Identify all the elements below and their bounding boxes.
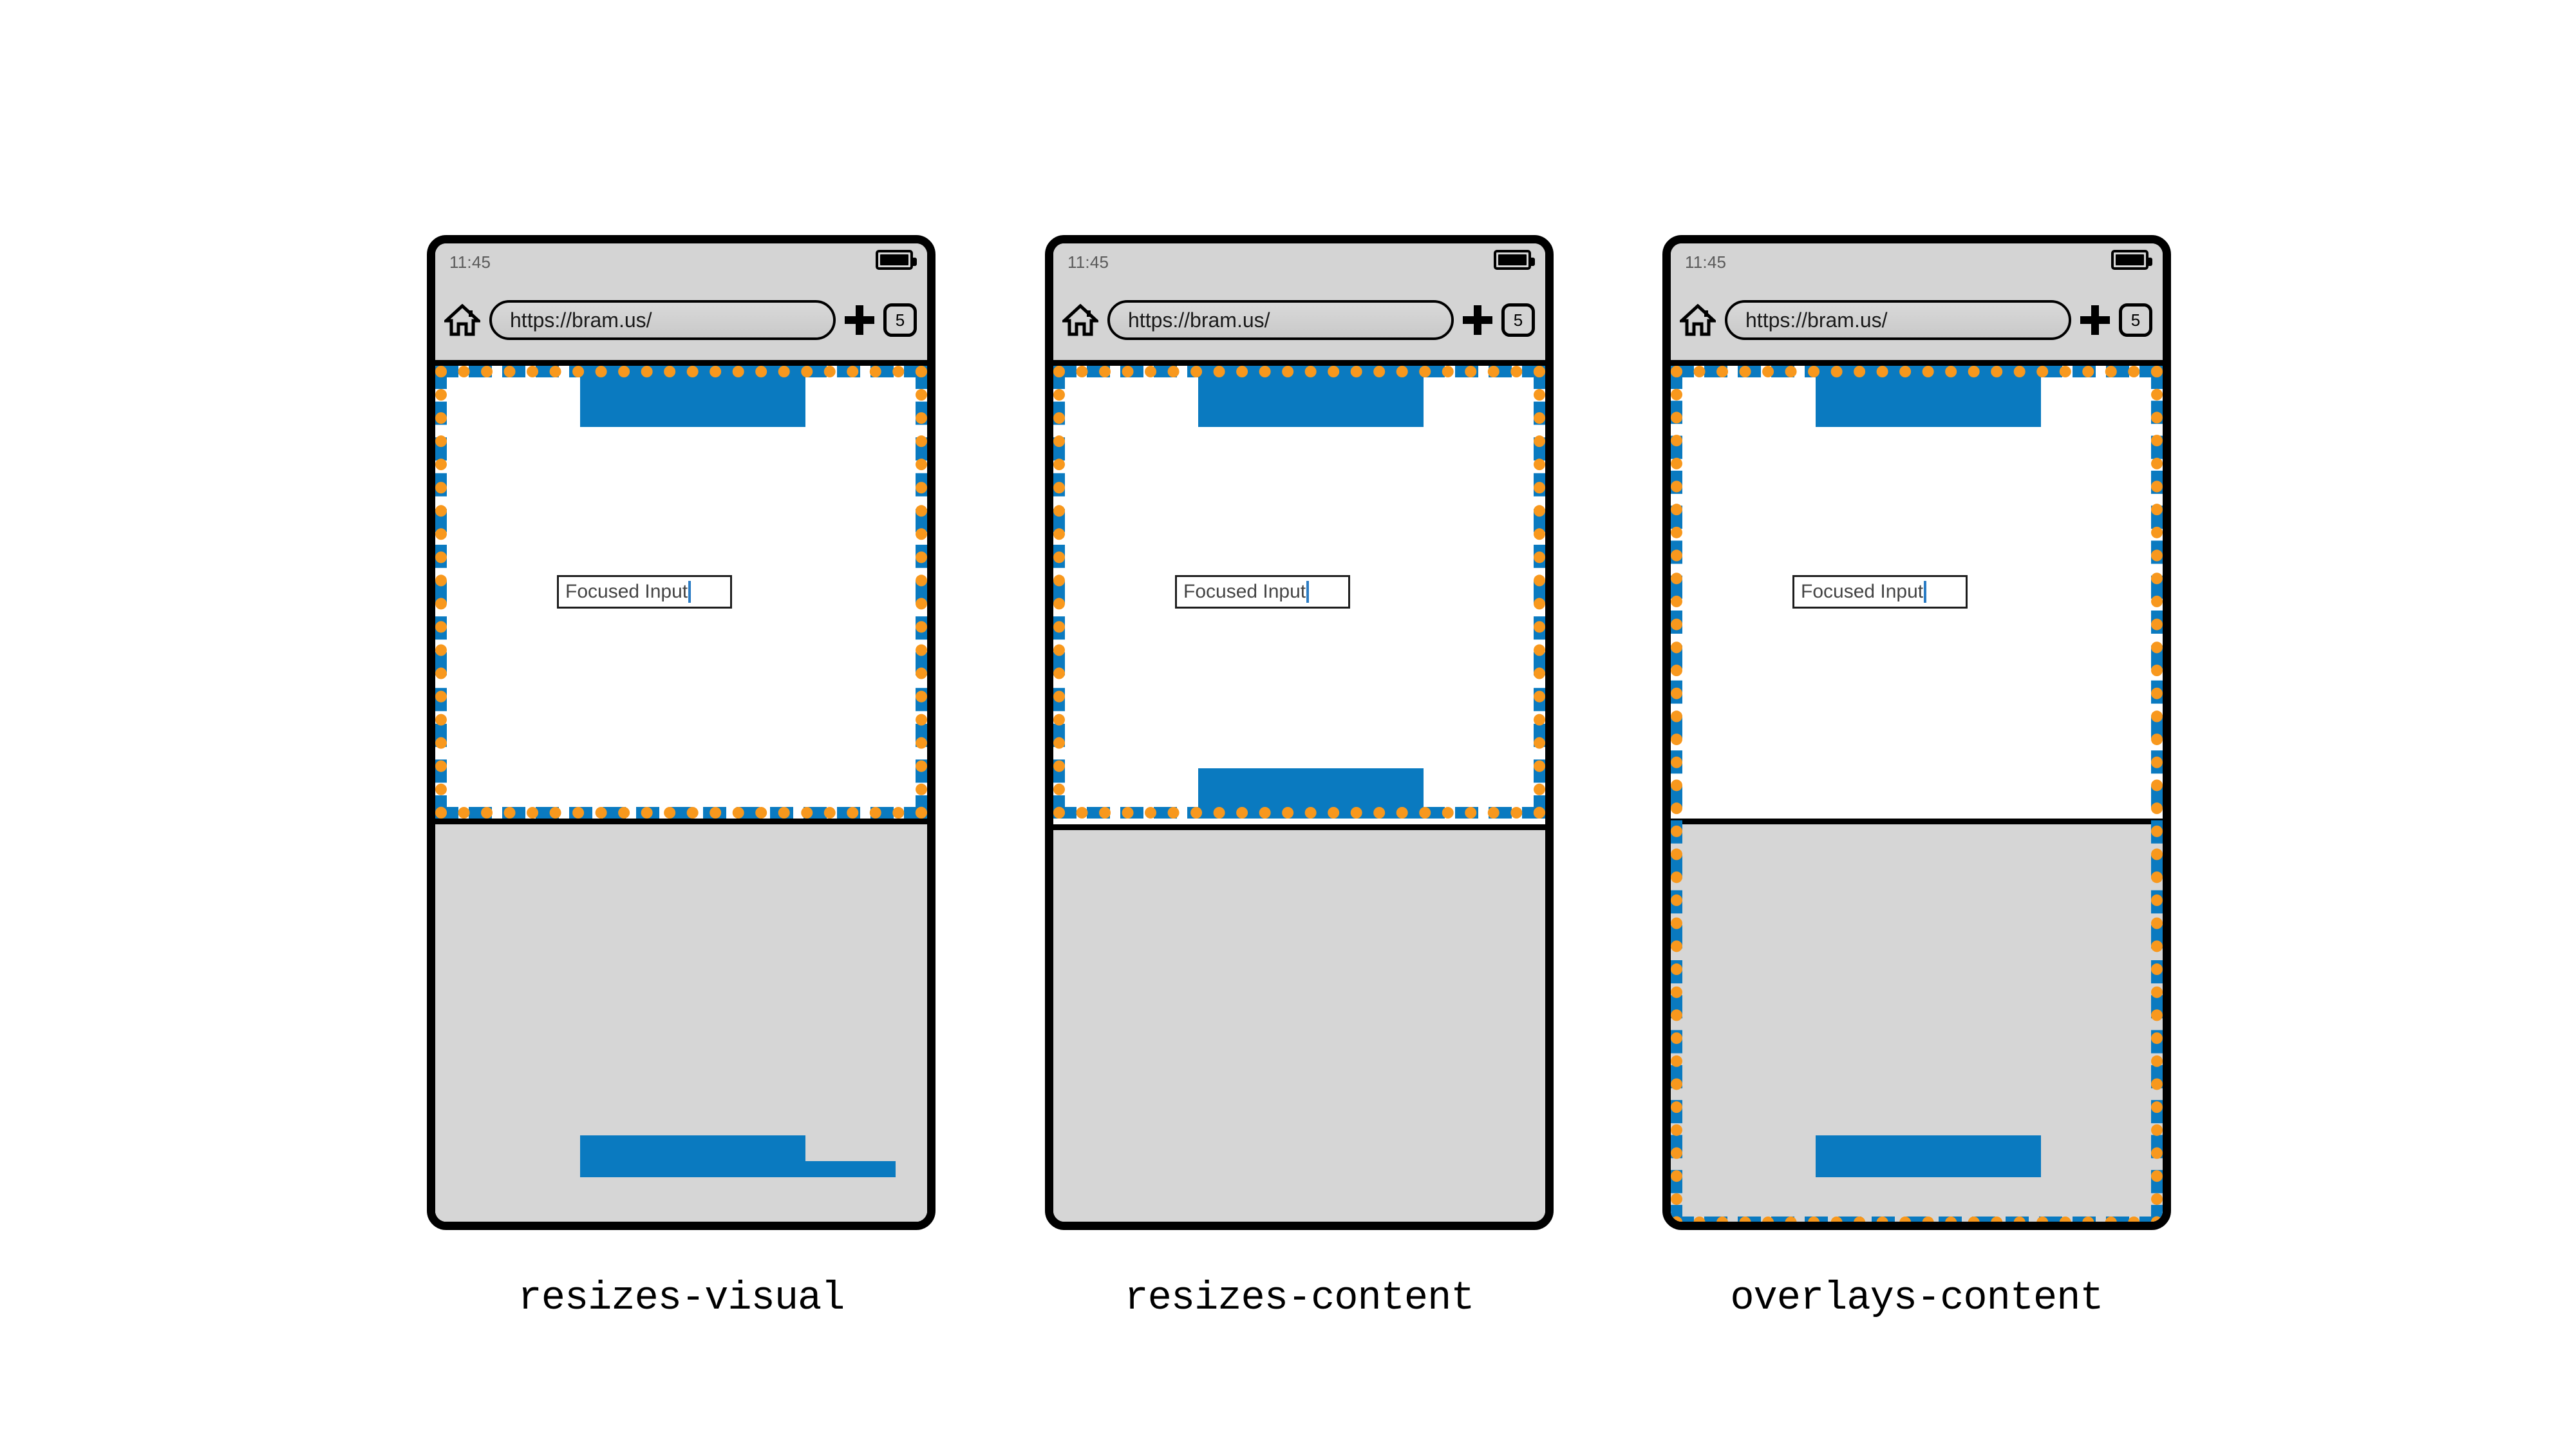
plus-icon[interactable] [2080,305,2110,335]
content-block-top [1198,366,1424,427]
url-text: https://bram.us/ [1745,308,1888,332]
content-block-top [1816,366,2041,427]
device-screen: Focused Input [1671,366,2163,1222]
plus-icon[interactable] [1463,305,1492,335]
device-screen: Focused Input [1053,366,1545,1222]
content-block-bottom [1198,768,1424,819]
browser-toolbar: https://bram.us/ 5 [1053,281,1545,359]
focused-input[interactable]: Focused Input [557,575,732,609]
caption-resizes-visual: resizes-visual [518,1275,845,1321]
content-block-bottom-tail [805,1161,896,1177]
phone-overlays-content: 11:45 https://bram.us/ 5 [1662,235,2171,1230]
focused-input[interactable]: Focused Input [1175,575,1350,609]
tab-count-button[interactable]: 5 [883,303,917,337]
url-bar[interactable]: https://bram.us/ [1107,300,1454,340]
text-caret [688,581,691,603]
plus-icon[interactable] [845,305,874,335]
focused-input-value: Focused Input [565,581,688,602]
tab-count-button[interactable]: 5 [1501,303,1535,337]
status-bar: 11:45 [1671,243,2163,281]
caption-overlays-content: overlays-content [1730,1275,2103,1321]
url-text: https://bram.us/ [1128,308,1270,332]
browser-toolbar: https://bram.us/ 5 [1671,281,2163,359]
home-icon[interactable] [444,304,480,336]
url-text: https://bram.us/ [510,308,652,332]
phone-resizes-content: 11:45 https://bram.us/ 5 [1045,235,1554,1230]
battery-full-icon [1494,250,1535,270]
phone-resizes-visual: 11:45 https://bram.us/ 5 [427,235,935,1230]
browser-toolbar: https://bram.us/ 5 [435,281,927,359]
text-caret [1924,581,1927,603]
focused-input[interactable]: Focused Input [1792,575,1968,609]
battery-full-icon [876,250,917,270]
content-block-bottom [580,1135,805,1177]
status-clock: 11:45 [1685,252,1727,272]
home-icon[interactable] [1680,304,1716,336]
focused-input-value: Focused Input [1183,581,1306,602]
caption-resizes-content: resizes-content [1124,1275,1474,1321]
focused-input-value: Focused Input [1801,581,1924,602]
text-caret [1306,581,1310,603]
virtual-keyboard [1053,824,1545,1222]
browser-chrome: 11:45 https://bram.us/ 5 [435,243,927,366]
status-bar: 11:45 [1053,243,1545,281]
content-block-top [580,366,805,427]
home-icon[interactable] [1062,304,1098,336]
status-bar: 11:45 [435,243,927,281]
url-bar[interactable]: https://bram.us/ [489,300,836,340]
battery-full-icon [2111,250,2152,270]
tab-count-button[interactable]: 5 [2119,303,2152,337]
status-clock: 11:45 [1067,252,1109,272]
url-bar[interactable]: https://bram.us/ [1725,300,2071,340]
browser-chrome: 11:45 https://bram.us/ 5 [1053,243,1545,366]
content-block-bottom [1816,1135,2041,1177]
browser-chrome: 11:45 https://bram.us/ 5 [1671,243,2163,366]
device-screen: Focused Input [435,366,927,1222]
status-clock: 11:45 [449,252,491,272]
